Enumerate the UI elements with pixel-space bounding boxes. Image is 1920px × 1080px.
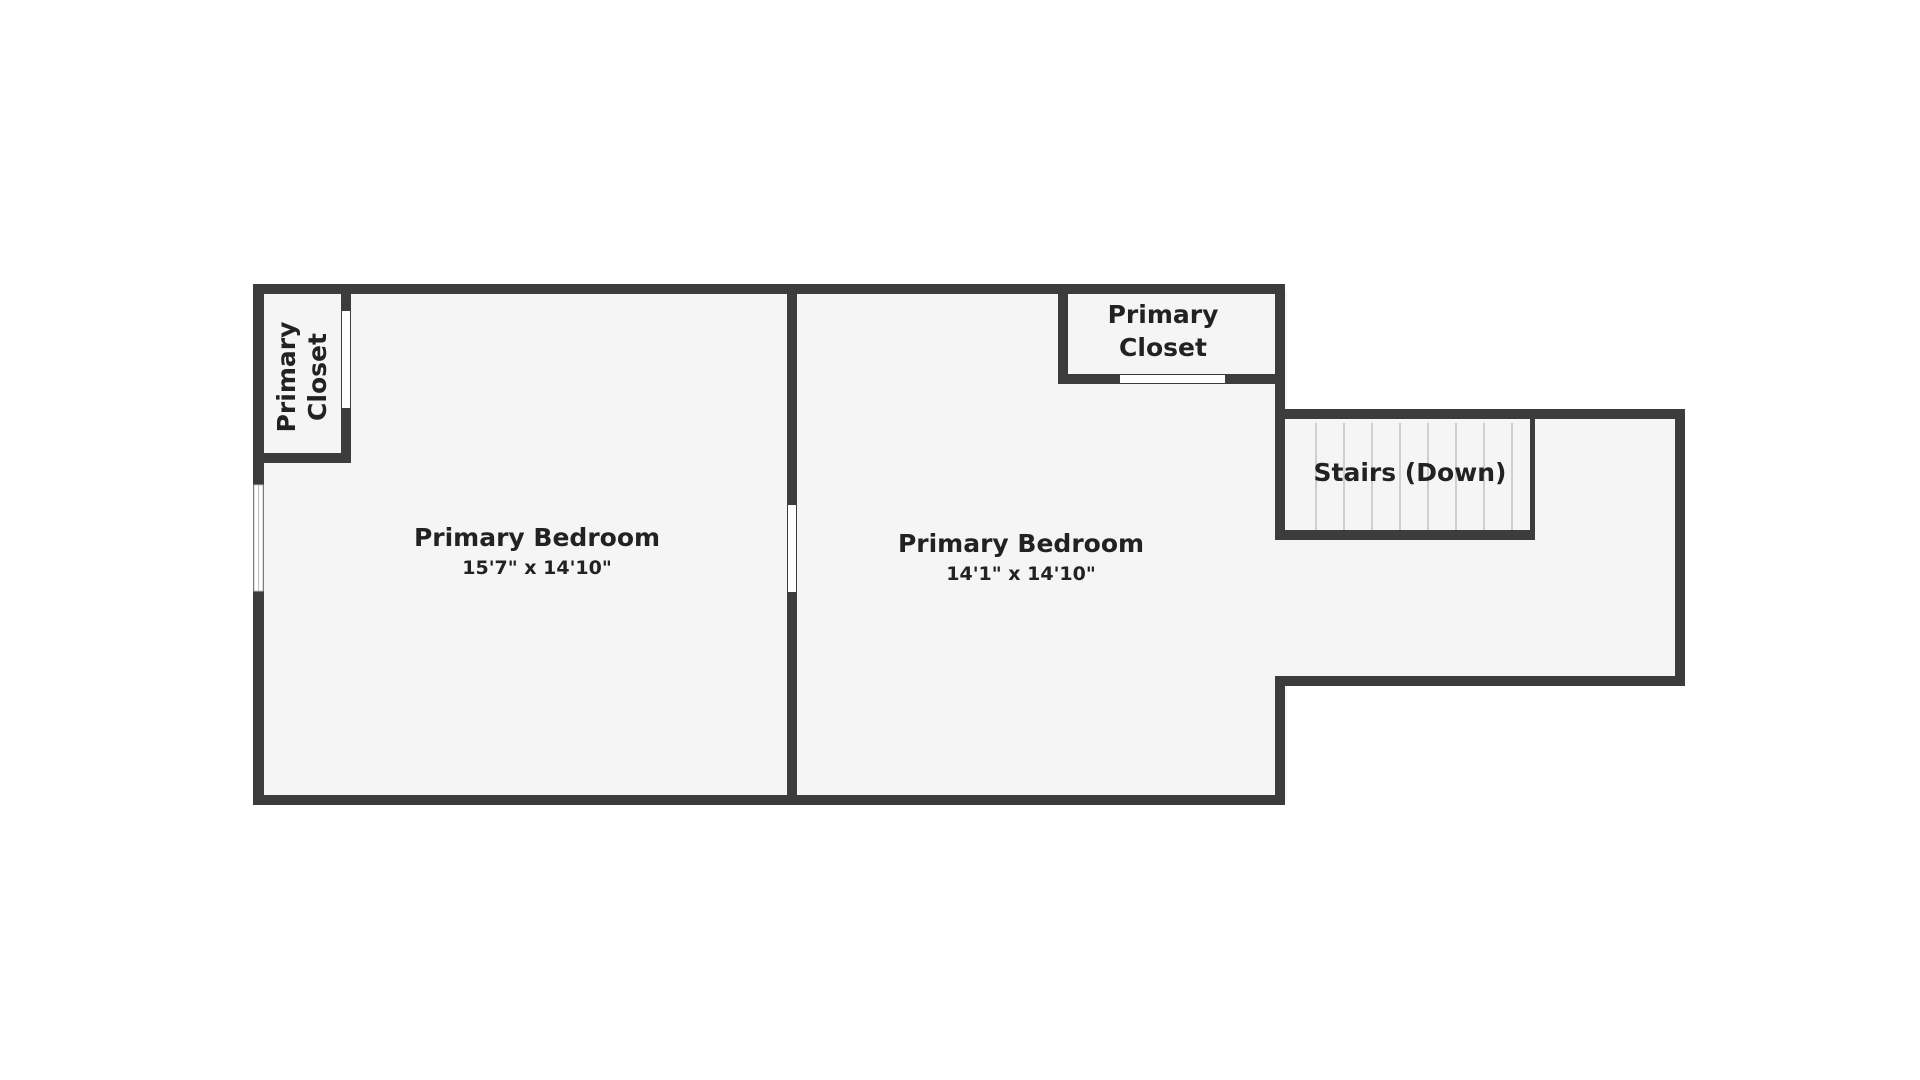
room-label-bedroom-right: Primary Bedroom — [898, 529, 1144, 558]
floor-area — [255, 290, 1680, 801]
doorway-center — [788, 505, 796, 592]
room-label-stairs: Stairs (Down) — [1314, 458, 1507, 487]
room-label-closet-left-line1: Primary — [272, 322, 301, 433]
room-label-closet-right-line1: Primary — [1108, 300, 1219, 329]
room-label-bedroom-left: Primary Bedroom — [414, 523, 660, 552]
openings — [253, 311, 1225, 592]
room-label-closet-left-line2: Closet — [303, 333, 332, 421]
room-dimensions-bedroom-right: 14'1" x 14'10" — [946, 563, 1095, 585]
closet-door-right — [1120, 375, 1225, 383]
room-label-closet-right-line2: Closet — [1119, 333, 1207, 362]
room-dimensions-bedroom-left: 15'7" x 14'10" — [462, 557, 611, 579]
closet-door-left — [342, 311, 350, 408]
